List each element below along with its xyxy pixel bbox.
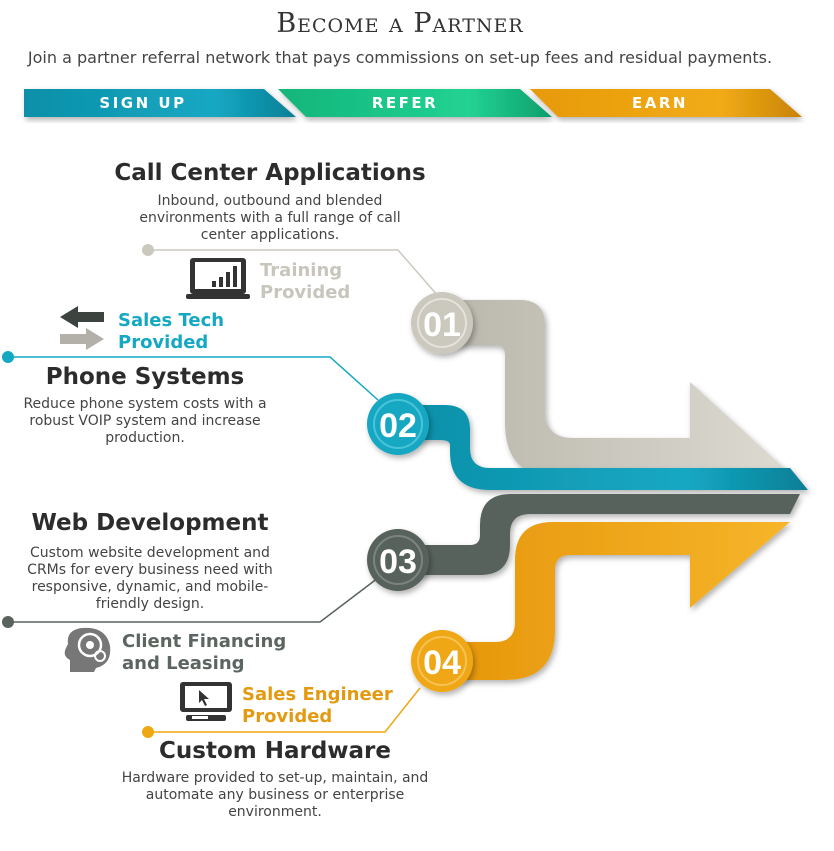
page-subtitle: Join a partner referral network that pay… — [27, 48, 773, 67]
arrow-band-01 — [440, 300, 795, 478]
feature-sales-engineer: Sales Engineer Provided — [242, 684, 393, 727]
step-refer-shape — [278, 89, 552, 117]
connector-line-03 — [8, 577, 379, 623]
service-desc-custom-hardware: Hardware provided to set-up, maintain, a… — [121, 770, 429, 820]
step-label-refer: REFER — [371, 94, 439, 112]
feature-training: Training Provided — [260, 260, 351, 303]
step-banner — [24, 89, 802, 117]
laptop-chart-icon — [186, 258, 250, 299]
step-earn-shape — [530, 89, 802, 117]
service-desc-call-center: Inbound, outbound and blended environmen… — [139, 193, 401, 243]
service-title-custom-hardware: Custom Hardware — [159, 738, 391, 764]
arrow-band-02 — [400, 405, 808, 490]
connector-line-01 — [148, 249, 439, 297]
number-01: 01 — [423, 306, 461, 344]
number-circle-04 — [411, 630, 473, 692]
page-title: Become a Partner — [276, 8, 524, 39]
connector-dot-02 — [2, 351, 14, 363]
service-title-phone-systems: Phone Systems — [45, 364, 245, 390]
service-desc-phone-systems: Reduce phone system costs with a robust … — [23, 396, 267, 446]
computer-cursor-icon — [180, 682, 232, 721]
exchange-arrows-icon — [60, 306, 104, 350]
number-circle-01 — [411, 292, 473, 354]
arrow-band-04 — [440, 522, 790, 680]
step-label-signup: SIGN UP — [99, 94, 187, 112]
step-label-earn: EARN — [632, 94, 688, 112]
feature-client-financing: Client Financing and Leasing — [122, 631, 287, 674]
step-signup-shape — [24, 89, 296, 117]
service-title-web-development: Web Development — [31, 510, 269, 536]
connector-dot-03 — [2, 616, 14, 628]
number-04: 04 — [423, 644, 461, 682]
connector-dot-04 — [142, 726, 154, 738]
connector-dot-01 — [142, 244, 154, 256]
number-03: 03 — [379, 543, 417, 581]
arrow-band-03 — [400, 494, 800, 575]
head-gears-icon — [64, 627, 111, 672]
service-title-call-center: Call Center Applications — [114, 160, 426, 186]
number-circle-02 — [367, 393, 429, 455]
number-02: 02 — [379, 407, 417, 445]
connector-lines — [8, 249, 439, 733]
connector-line-02 — [8, 356, 379, 401]
feature-sales-tech: Sales Tech Provided — [118, 310, 225, 353]
number-circle-03 — [367, 529, 429, 591]
service-desc-web-development: Custom website development and CRMs for … — [27, 545, 273, 612]
connector-line-04 — [148, 687, 421, 733]
